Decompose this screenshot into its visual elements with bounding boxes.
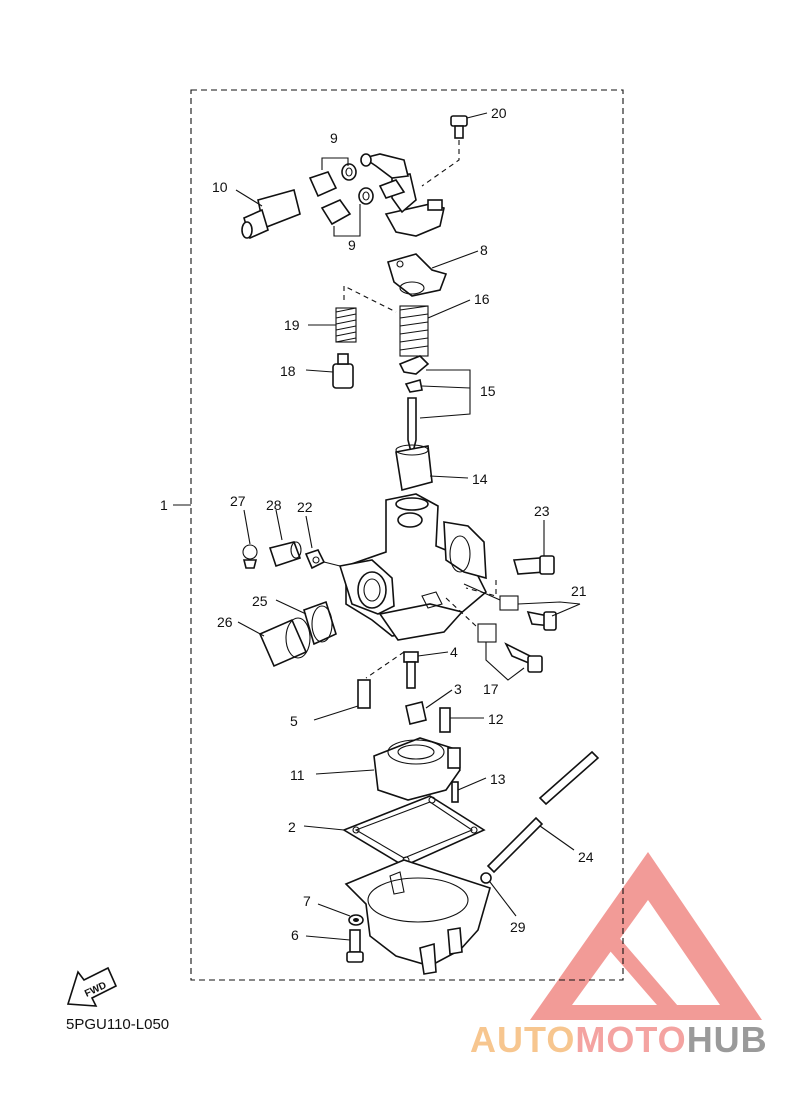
diagram-code: 5PGU110-L050 (66, 1016, 170, 1033)
callout-21: 21 (571, 583, 587, 599)
part-14-throttle-valve (395, 444, 469, 492)
part-7-washer (317, 903, 364, 926)
part-12-needle-valve (439, 707, 484, 733)
part-25-ring (275, 599, 337, 646)
part-top-cover-assembly (360, 153, 445, 237)
callout-22: 22 (297, 499, 313, 515)
watermark-brand-text: AUTOMOTOHUB (470, 1022, 768, 1058)
part-carburetor-body (338, 493, 487, 641)
callout-13: 13 (490, 771, 506, 787)
part-10-rubber-cap (235, 189, 301, 240)
callout-9-top: 9 (330, 130, 338, 146)
callout-25: 25 (252, 593, 268, 609)
callout-29: 29 (510, 919, 526, 935)
callout-labels: 1 2 3 4 5 6 7 8 9 9 10 11 12 13 14 15 16… (160, 105, 594, 943)
callout-11: 11 (290, 767, 305, 783)
part-16-spring (399, 299, 471, 357)
part-24-hoses (486, 750, 600, 874)
callout-8: 8 (480, 242, 488, 258)
part-8-plate (387, 250, 479, 297)
part-18-screw (305, 353, 354, 389)
part-5-pilot-jet (313, 679, 371, 721)
assembly-boundary (190, 89, 624, 981)
part-22-nut (304, 515, 341, 570)
part-11-float (315, 737, 461, 801)
part-6-screw (305, 929, 364, 963)
part-20-screw (421, 112, 488, 187)
callout-15: 15 (480, 383, 496, 399)
part-28-plunger (268, 509, 302, 568)
part-3-main-jet (405, 689, 453, 725)
callout-7: 7 (303, 893, 311, 909)
part-17-screw-spring (445, 597, 543, 681)
callout-18: 18 (280, 363, 296, 379)
watermark-part-hub: HUB (686, 1019, 768, 1060)
callout-27: 27 (230, 493, 246, 509)
watermark-part-auto: AUTO (470, 1019, 576, 1060)
part-float-bowl (344, 859, 491, 975)
callout-19: 19 (284, 317, 300, 333)
callout-26: 26 (217, 614, 233, 630)
watermark-logo-triangle (530, 852, 762, 1020)
callout-24: 24 (578, 849, 594, 865)
callout-4: 4 (450, 644, 458, 660)
callout-5: 5 (290, 713, 298, 729)
callout-28: 28 (266, 497, 282, 513)
part-19-spring (308, 285, 397, 343)
part-9-caps (308, 157, 374, 237)
callout-10: 10 (212, 179, 228, 195)
callout-1: 1 (160, 497, 168, 513)
part-2-gasket (303, 795, 486, 867)
watermark-part-moto: MOTO (575, 1019, 687, 1060)
callout-3: 3 (454, 681, 462, 697)
callout-16: 16 (474, 291, 490, 307)
part-26-ring (237, 617, 311, 668)
fwd-direction-arrow: FWD (66, 966, 118, 1007)
callout-23: 23 (534, 503, 550, 519)
callout-2: 2 (288, 819, 296, 835)
part-21-screw-spring (463, 583, 581, 631)
part-13-pin (451, 777, 487, 803)
part-27-clip (242, 509, 258, 569)
callout-12: 12 (488, 711, 504, 727)
callout-6: 6 (291, 927, 299, 943)
callout-20: 20 (491, 105, 507, 121)
part-23-screw (465, 520, 555, 597)
callout-17: 17 (483, 681, 499, 697)
part-29-ring (480, 872, 517, 917)
callout-14: 14 (472, 471, 488, 487)
callout-9-bottom: 9 (348, 237, 356, 253)
part-15-needle-set (398, 355, 471, 457)
part-4-jet-holder (365, 651, 449, 689)
